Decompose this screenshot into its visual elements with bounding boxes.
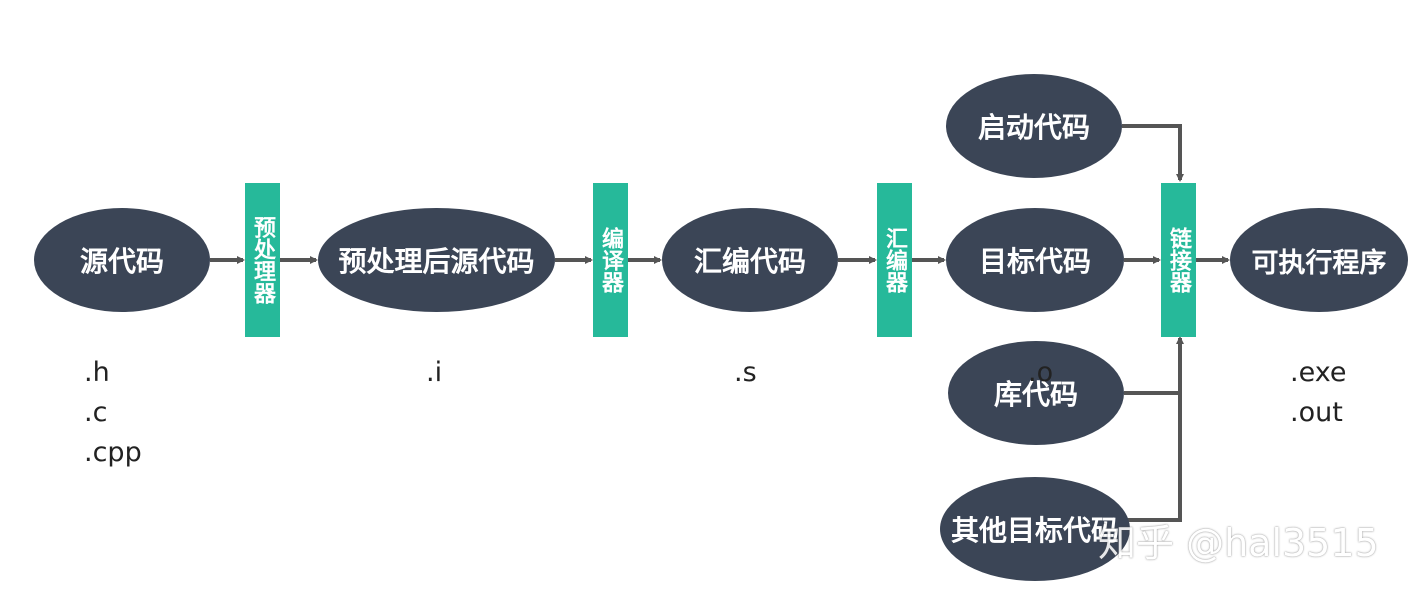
- node-startup-code: 启动代码: [946, 74, 1122, 178]
- ext-assembly: .s: [734, 357, 757, 388]
- tool-linker: 链接器: [1161, 183, 1196, 337]
- arrow-startup-to-linker: [1122, 124, 1184, 182]
- arrow-other-object-to-linker: [1124, 393, 1182, 522]
- ext-executable: .exe .out: [1290, 357, 1347, 428]
- arrow-library-to-linker: [1124, 336, 1184, 395]
- tool-preprocessor: 预处理器: [245, 183, 280, 337]
- ext-preprocessed: .i: [426, 357, 443, 388]
- ext-object: .o: [1028, 357, 1054, 388]
- node-executable: 可执行程序: [1230, 208, 1408, 312]
- node-assembly-code: 汇编代码: [662, 208, 838, 312]
- node-source-code: 源代码: [34, 208, 210, 312]
- node-library-code: 库代码: [948, 341, 1124, 445]
- tool-compiler: 编译器: [593, 183, 628, 337]
- node-preprocessed-code: 预处理后源代码: [318, 208, 555, 312]
- node-object-code: 目标代码: [946, 208, 1124, 312]
- node-other-object-code: 其他目标代码: [940, 477, 1130, 581]
- ext-source: .h .c .cpp: [84, 357, 142, 468]
- watermark: 知乎 @hal3515: [1098, 521, 1379, 565]
- tool-assembler: 汇编器: [877, 183, 912, 337]
